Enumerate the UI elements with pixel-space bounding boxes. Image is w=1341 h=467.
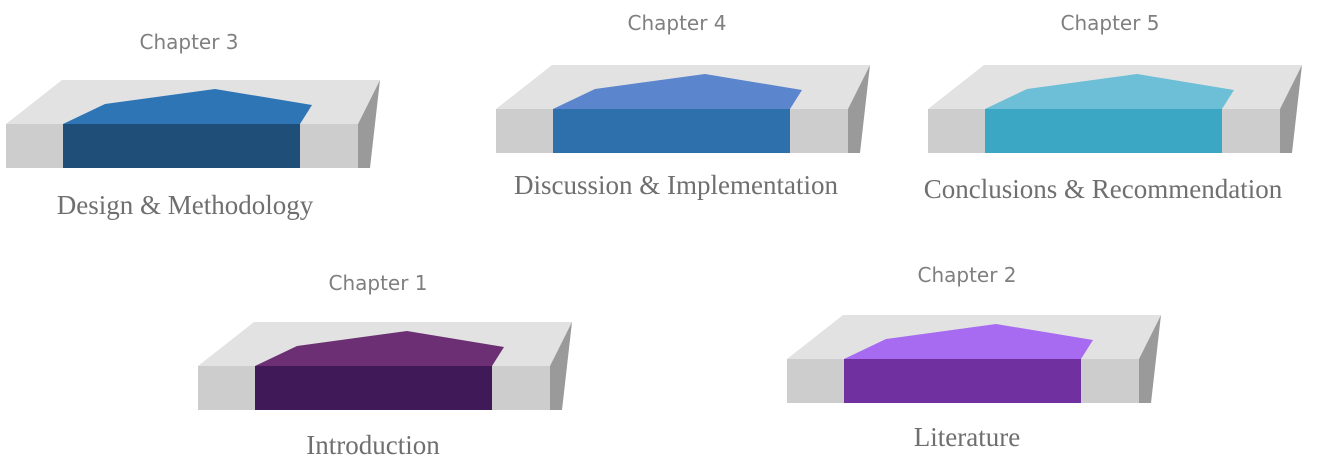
chapter-4-title: Discussion & Implementation [514, 170, 838, 200]
block-front-face [553, 109, 790, 153]
slab-side-face [848, 65, 870, 153]
block-top-face [844, 324, 1093, 359]
block-front-face [844, 359, 1081, 403]
chapter-2-block [787, 315, 1161, 403]
chapter-3-label: Chapter 3 [139, 30, 239, 54]
slab-side-face [1139, 315, 1161, 403]
slab-side-face [358, 80, 380, 168]
chapter-3-title: Design & Methodology [56, 190, 314, 220]
block-front-face [255, 366, 492, 410]
slab-side-face [550, 322, 572, 410]
chapter-1-title: Introduction [306, 430, 440, 460]
chapter-4-block [496, 65, 870, 153]
chapter-4-label: Chapter 4 [627, 11, 727, 35]
chapter-1-label: Chapter 1 [328, 271, 428, 295]
block-top-face [553, 74, 802, 109]
chapter-5-label: Chapter 5 [1060, 11, 1160, 35]
slab-side-face [1280, 65, 1302, 153]
chapter-3-block [6, 80, 380, 168]
block-top-face [255, 331, 504, 366]
chapter-5-block [928, 65, 1302, 153]
chapter-1-block [198, 322, 572, 410]
chapter-5-title: Conclusions & Recommendation [923, 174, 1283, 204]
block-front-face [985, 109, 1222, 153]
chapter-2-label: Chapter 2 [917, 263, 1017, 287]
chapter-2-title: Literature [913, 422, 1021, 452]
block-front-face [63, 124, 300, 168]
block-top-face [985, 74, 1234, 109]
block-top-face [63, 89, 312, 124]
